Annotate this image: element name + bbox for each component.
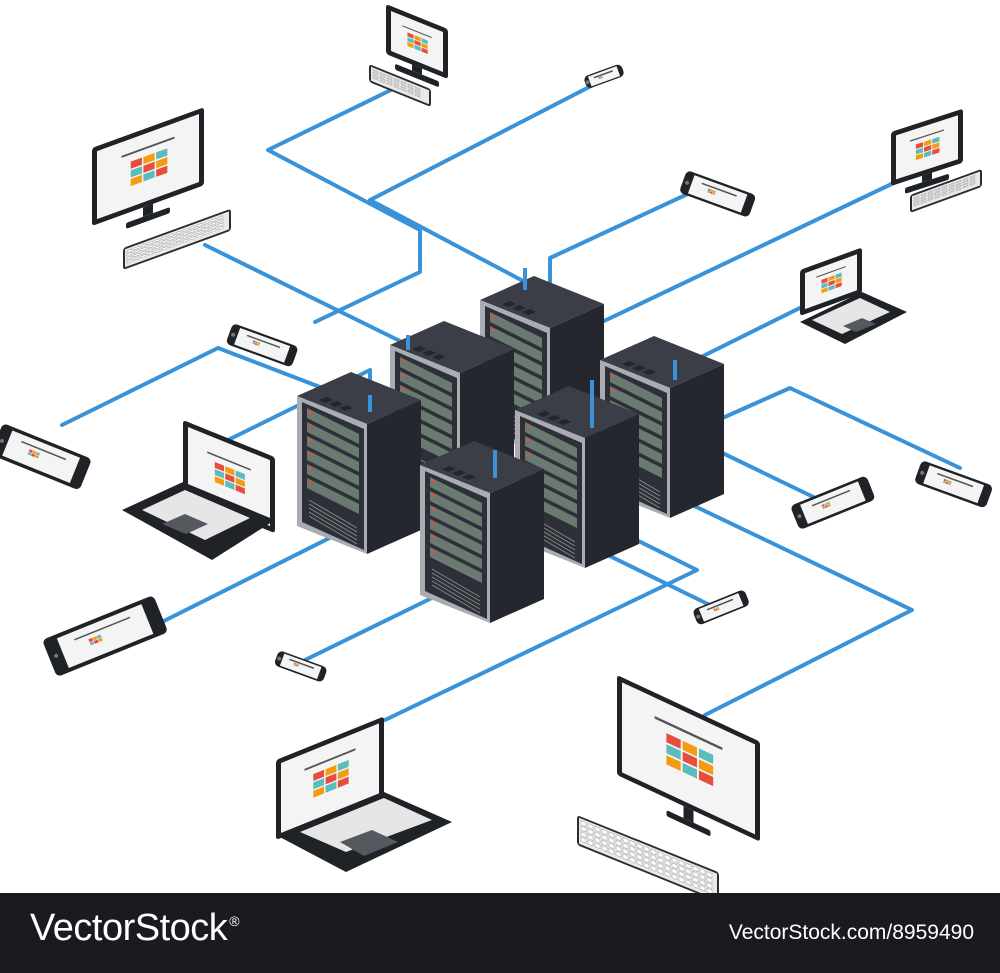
cable-4 <box>548 183 709 284</box>
keyboard-top <box>369 64 431 107</box>
cable-2 <box>368 82 597 202</box>
cable-13 <box>303 592 442 662</box>
phone-top <box>584 64 624 88</box>
cable-5 <box>600 178 902 324</box>
monitor-left <box>92 108 204 229</box>
tablet-mid-right <box>791 476 875 529</box>
cable-1 <box>266 86 422 324</box>
phone-left <box>226 324 298 367</box>
tablet-left <box>0 424 91 489</box>
image-id: VectorStock.com/8959490 <box>728 921 974 944</box>
cable-16 <box>638 478 914 717</box>
registered-mark: ® <box>229 913 240 930</box>
laptop-bottom <box>276 717 452 872</box>
phone-right <box>693 590 749 625</box>
server-front-left <box>297 372 421 554</box>
monitor-top <box>386 4 448 87</box>
tablet-bottom-left <box>43 596 167 676</box>
server-cluster <box>297 268 724 623</box>
cable-3 <box>368 198 527 284</box>
tablet-right <box>915 461 993 508</box>
vectorstock-logo: VectorStock® <box>30 907 240 950</box>
keyboard-bottom <box>577 815 719 893</box>
monitor-bottom <box>617 676 760 841</box>
keyboard-left <box>123 209 231 270</box>
keyboard-right <box>910 169 982 213</box>
laptop-left <box>122 420 275 560</box>
tablet-top <box>680 171 756 217</box>
cable-10 <box>716 386 962 470</box>
phone-bottom <box>274 651 327 682</box>
cable-8 <box>60 346 335 427</box>
server-front <box>420 441 544 623</box>
network-diagram <box>0 4 993 893</box>
laptop-right <box>800 248 907 344</box>
brand-name: VectorStock <box>30 907 228 949</box>
client-devices <box>0 4 993 893</box>
monitor-right <box>891 109 963 194</box>
watermark-bar: VectorStock® VectorStock.com/8959490 <box>0 893 1000 973</box>
cable-7 <box>203 243 410 347</box>
